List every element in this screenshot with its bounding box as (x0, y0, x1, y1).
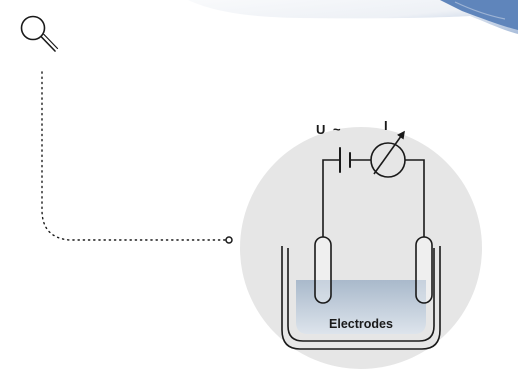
current-label: I (384, 118, 388, 133)
electrode-left (314, 236, 332, 304)
voltage-source-symbol (339, 147, 351, 173)
electrode-right (415, 236, 433, 304)
corner-decoration (188, 0, 518, 34)
electrodes-label: Electrodes (329, 317, 393, 331)
voltage-label: U (316, 122, 325, 137)
circuit-wiring (322, 159, 425, 237)
ammeter-symbol (370, 130, 406, 178)
electrolyte-liquid (296, 280, 426, 334)
beaker (281, 246, 441, 350)
ac-symbol: ~ (333, 122, 341, 137)
zoom-connector (41, 71, 227, 241)
magnifier-icon (20, 15, 59, 52)
connector-endpoint (225, 236, 233, 244)
